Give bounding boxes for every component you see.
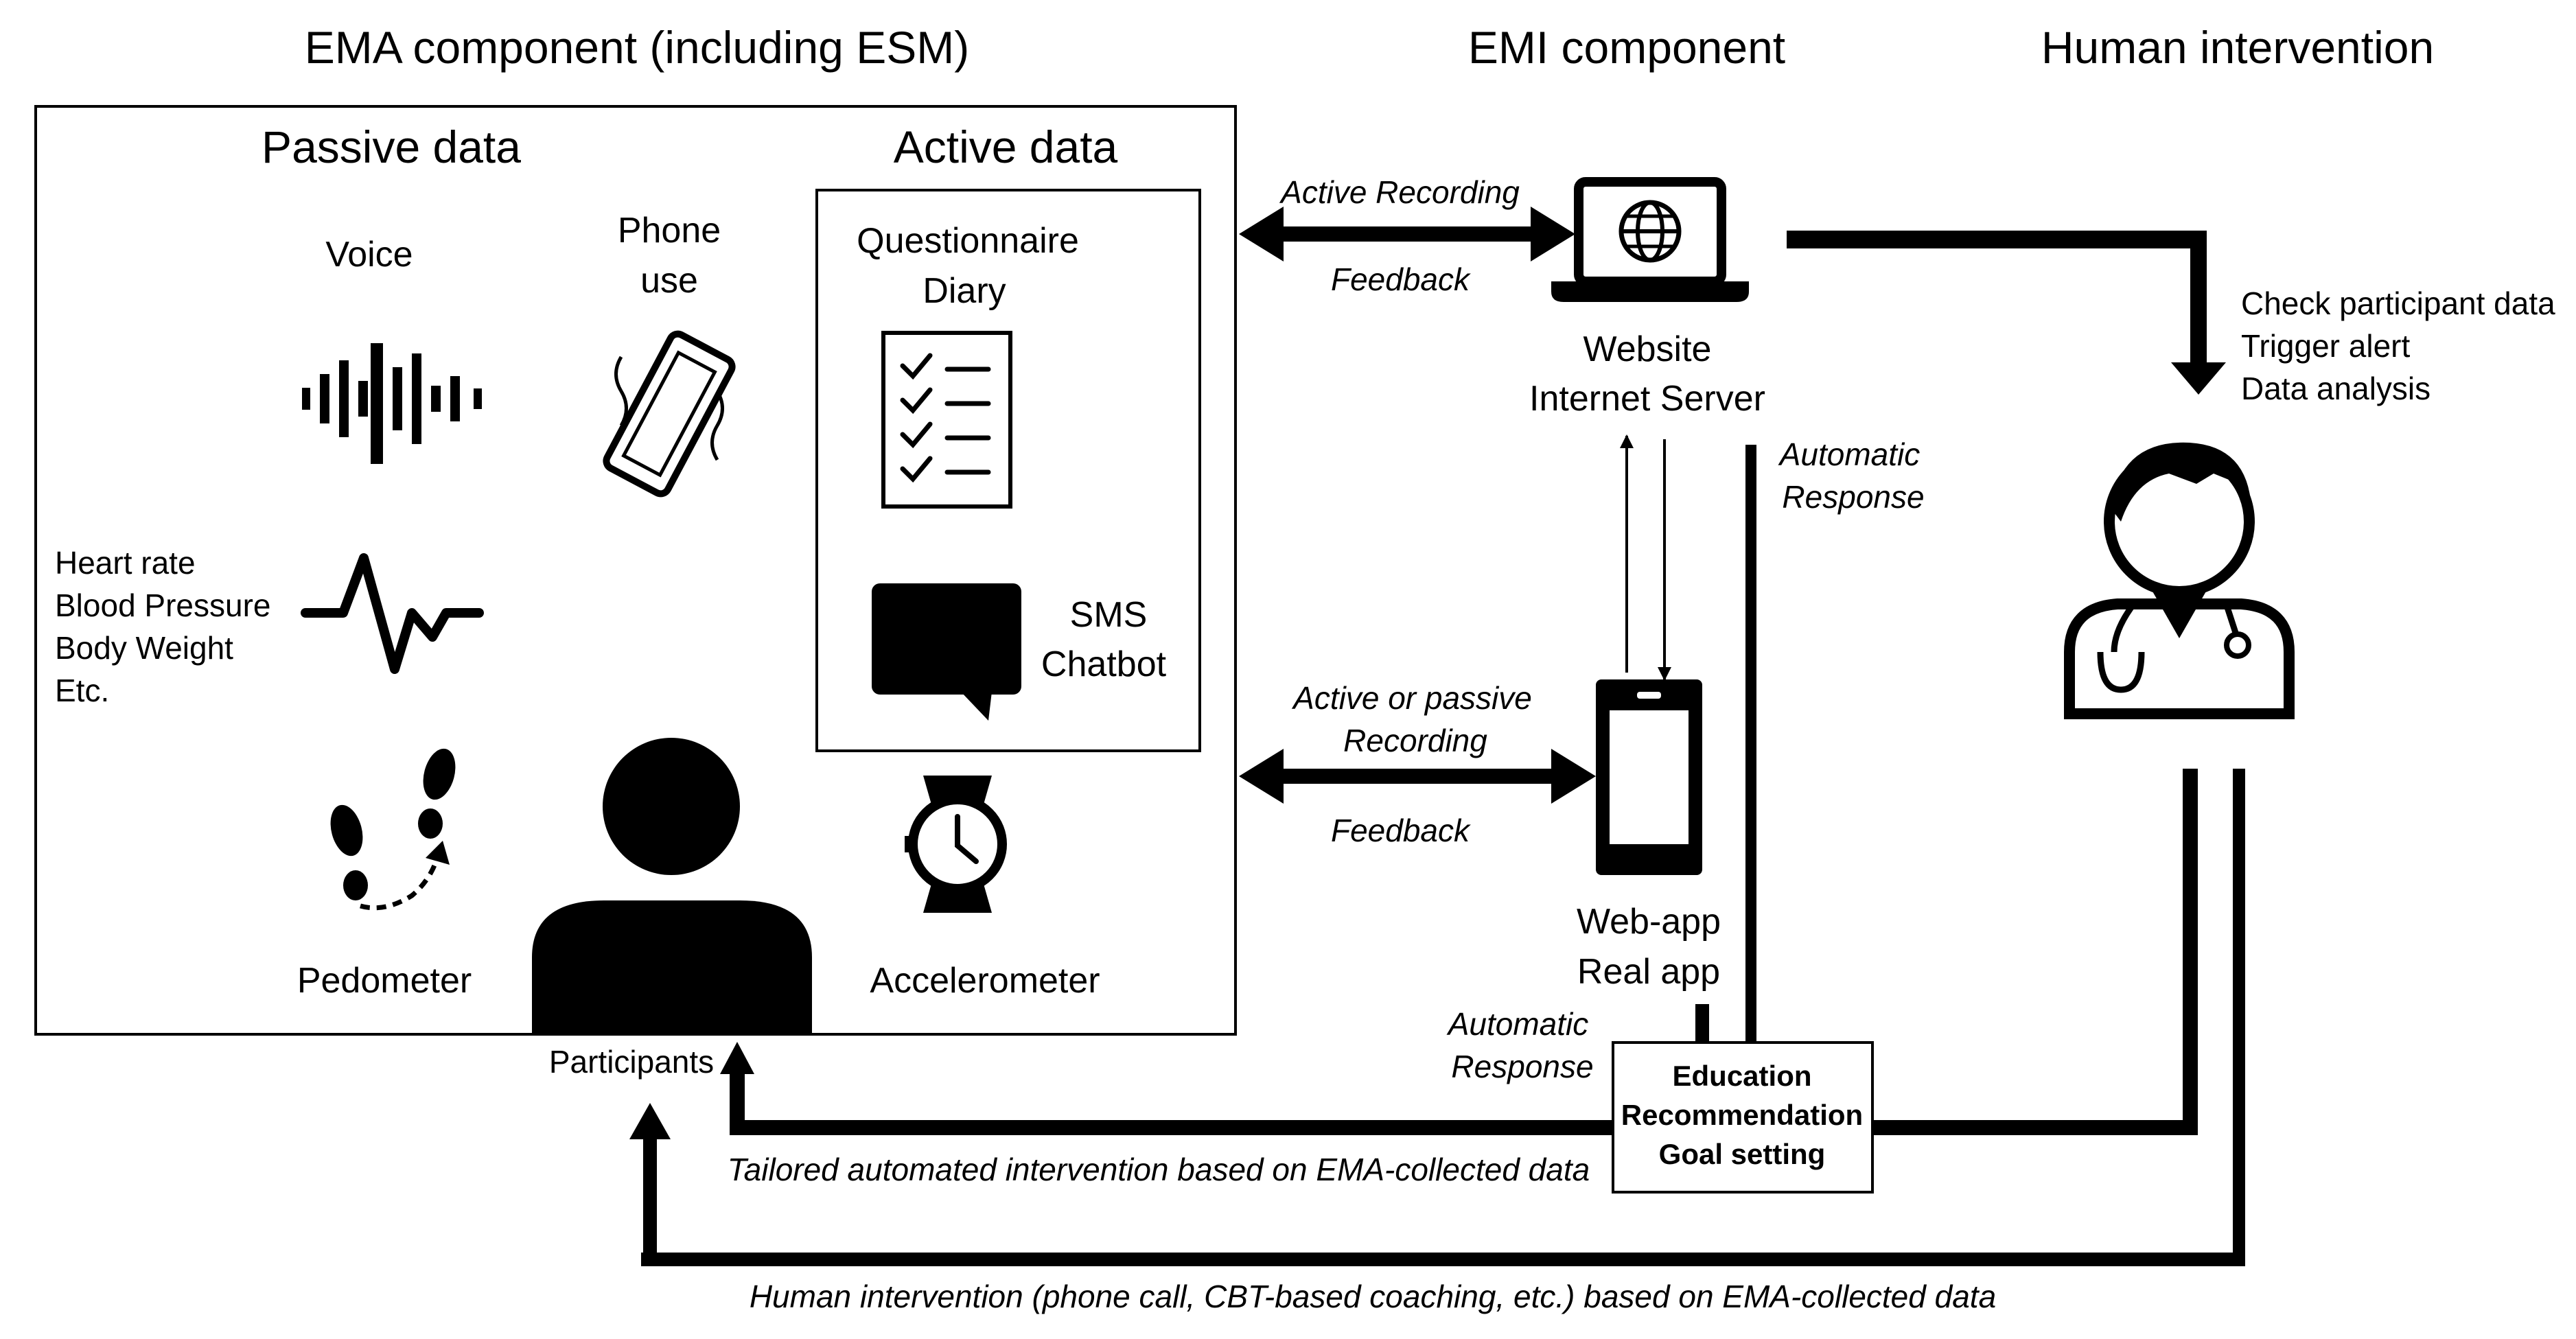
voice-waveform-icon bbox=[302, 343, 482, 464]
phone-use-label-1: Phone bbox=[617, 211, 721, 251]
participants-label: Participants bbox=[548, 1044, 715, 1080]
questionnaire-label: Questionnaire bbox=[857, 221, 1079, 261]
human-intervention-label: Human intervention (phone call, CBT-base… bbox=[749, 1279, 1997, 1314]
footsteps-icon bbox=[330, 748, 456, 911]
phone-vibrate-icon bbox=[603, 330, 736, 498]
emi-heading: EMI component bbox=[1467, 22, 1786, 73]
tailored-intervention-label: Tailored automated intervention based on… bbox=[727, 1152, 1590, 1187]
sms-label: SMS bbox=[1069, 595, 1148, 635]
human-heading: Human intervention bbox=[2041, 22, 2435, 73]
doctor-icon bbox=[2064, 442, 2295, 719]
chat-bubble-icon bbox=[872, 583, 1021, 721]
pedometer-label: Pedometer bbox=[297, 961, 472, 1001]
task-trigger-alert: Trigger alert bbox=[2241, 328, 2411, 364]
server-to-doctor-arrow bbox=[1787, 231, 2226, 395]
website-label: Website bbox=[1583, 329, 1712, 369]
auto-response-top-2: Response bbox=[1782, 479, 1925, 515]
active-recording-label: Active Recording bbox=[1281, 174, 1520, 210]
vitals-line-4: Etc. bbox=[55, 673, 110, 708]
diary-label: Diary bbox=[923, 271, 1006, 311]
vitals-line-2: Blood Pressure bbox=[55, 587, 271, 623]
watch-icon bbox=[905, 776, 1007, 913]
doctor-to-outcomes-line bbox=[1872, 769, 2198, 1135]
webapp-label: Web-app bbox=[1576, 902, 1721, 942]
accelerometer-label: Accelerometer bbox=[870, 961, 1100, 1001]
tailored-intervention-arrow bbox=[720, 1042, 1613, 1135]
active-data-box bbox=[815, 189, 1201, 752]
heartbeat-icon bbox=[301, 553, 484, 674]
double-arrow-bottom bbox=[1239, 749, 1596, 804]
active-data-title: Active data bbox=[893, 121, 1118, 172]
voice-label: Voice bbox=[325, 235, 413, 275]
outcome-education: Education bbox=[1672, 1060, 1812, 1092]
active-passive-label-2: Recording bbox=[1343, 723, 1487, 758]
double-arrow-top bbox=[1239, 207, 1575, 261]
checklist-icon bbox=[881, 331, 1012, 509]
outcome-recommendation: Recommendation bbox=[1621, 1099, 1864, 1131]
server-to-outcomes-line bbox=[1745, 445, 1756, 1042]
phone-use-label-2: use bbox=[640, 261, 698, 301]
laptop-globe-icon bbox=[1551, 177, 1749, 302]
outcome-goal-setting: Goal setting bbox=[1658, 1138, 1826, 1170]
real-app-label: Real app bbox=[1577, 952, 1721, 992]
phone-to-outcomes-line bbox=[1695, 1004, 1709, 1043]
smartphone-icon bbox=[1596, 679, 1702, 875]
task-data-analysis: Data analysis bbox=[2241, 371, 2431, 406]
auto-response-bottom-2: Response bbox=[1451, 1049, 1594, 1084]
vitals-line-1: Heart rate bbox=[55, 545, 196, 581]
auto-response-bottom-1: Automatic bbox=[1448, 1006, 1589, 1042]
ema-box bbox=[34, 105, 1237, 1036]
task-check-data: Check participant data bbox=[2241, 286, 2555, 321]
passive-data-title: Passive data bbox=[262, 121, 521, 172]
chatbot-label: Chatbot bbox=[1041, 644, 1167, 684]
human-intervention-arrow bbox=[629, 769, 2245, 1266]
internet-server-label: Internet Server bbox=[1529, 379, 1765, 419]
feedback-bottom-label: Feedback bbox=[1330, 813, 1470, 848]
auto-response-top-1: Automatic bbox=[1779, 436, 1921, 472]
participant-person-icon bbox=[532, 738, 812, 1033]
active-passive-label-1: Active or passive bbox=[1293, 680, 1532, 716]
vitals-line-3: Body Weight bbox=[55, 630, 233, 666]
ema-heading: EMA component (including ESM) bbox=[304, 22, 970, 73]
feedback-top-label: Feedback bbox=[1330, 261, 1470, 297]
outcomes-box bbox=[1612, 1041, 1874, 1194]
